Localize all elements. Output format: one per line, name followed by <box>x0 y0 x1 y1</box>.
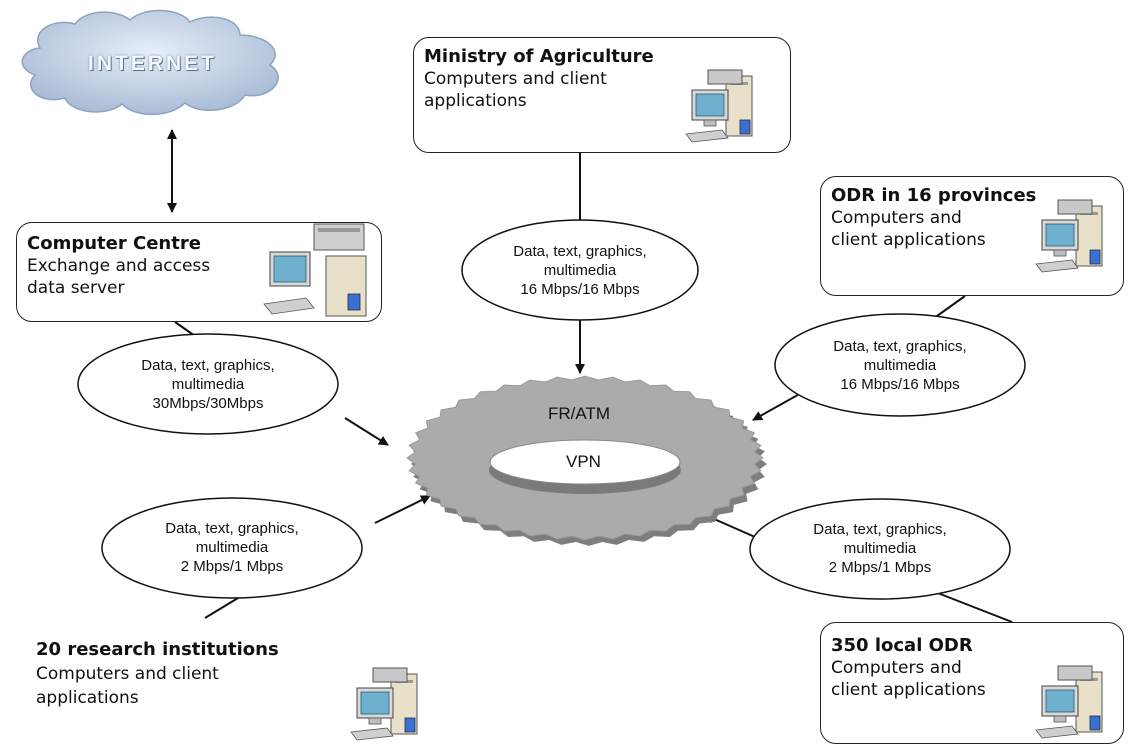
research-node: 20 research institutions Computers and c… <box>36 638 279 710</box>
odr16-link-ellipse <box>774 313 1026 417</box>
ministry-line-2: applications <box>424 91 527 111</box>
local-odr-link-line-3: 2 Mbps/1 Mbps <box>828 559 932 576</box>
fr-atm-label: FR/ATM <box>548 404 611 423</box>
odr16-link-label: Data, text, graphics, multimedia 16 Mbps… <box>800 337 1000 394</box>
local-odr-link-ellipse <box>749 498 1011 600</box>
ministry-link-label: Data, text, graphics, multimedia 16 Mbps… <box>480 242 680 299</box>
odr16-line-2: client applications <box>831 230 986 250</box>
local-odr-line-1: Computers and <box>831 658 962 678</box>
local-odr-title: 350 local ODR <box>831 635 973 656</box>
research-link-line-3: 2 Mbps/1 Mbps <box>180 558 284 575</box>
research-link-line-1: Data, text, graphics, <box>165 520 299 537</box>
local-odr-link-line-2: multimedia <box>843 540 917 557</box>
research-connector <box>204 597 239 619</box>
centre-arrow <box>344 417 389 446</box>
odr16-link-line-1: Data, text, graphics, <box>833 338 967 355</box>
research-line-2: applications <box>36 688 139 708</box>
ministry-link-line-2: multimedia <box>543 262 617 279</box>
odr16-title: ODR in 16 provinces <box>831 185 1037 206</box>
odr16-link-line-3: 16 Mbps/16 Mbps <box>840 376 960 393</box>
odr16-line-1: Computers and <box>831 208 962 228</box>
research-link-ellipse <box>101 497 363 599</box>
local-odr-line-2: client applications <box>831 680 986 700</box>
vpn-label: VPN <box>566 452 601 471</box>
ministry-line-1: Computers and client <box>424 69 607 89</box>
computer-centre-line-1: Exchange and access <box>27 256 211 276</box>
ministry-link-line-3: 16 Mbps/16 Mbps <box>520 281 640 298</box>
centre-link-line-1: Data, text, graphics, <box>141 357 275 374</box>
research-line-1: Computers and client <box>36 664 219 684</box>
research-title: 20 research institutions <box>36 639 279 660</box>
odr16-link-line-2: multimedia <box>863 357 937 374</box>
server-icon <box>263 223 367 317</box>
local-odr-node: 350 local ODR Computers and client appli… <box>820 622 1124 744</box>
ministry-link-ellipse <box>461 219 699 321</box>
computer-centre-title: Computer Centre <box>27 233 201 254</box>
computer-icon <box>1035 199 1103 273</box>
computer-icon <box>350 667 418 741</box>
centre-link-label: Data, text, graphics, multimedia 30Mbps/… <box>108 356 308 413</box>
research-link-label: Data, text, graphics, multimedia 2 Mbps/… <box>132 519 332 576</box>
research-link-line-2: multimedia <box>195 539 269 556</box>
vpn-ellipse <box>489 439 681 485</box>
research-arrow <box>374 495 431 524</box>
local-odr-link-label: Data, text, graphics, multimedia 2 Mbps/… <box>780 520 980 577</box>
internet-cloud <box>21 9 279 116</box>
centre-link-ellipse <box>77 333 339 435</box>
odr16-arrow <box>752 391 804 421</box>
computer-icon <box>685 69 753 143</box>
local-odr-connector <box>929 589 1013 623</box>
computer-icon <box>1035 665 1103 739</box>
centre-link-line-3: 30Mbps/30Mbps <box>152 395 264 412</box>
centre-link-line-2: multimedia <box>171 376 245 393</box>
computer-centre-line-2: data server <box>27 278 125 298</box>
internet-label: INTERNET <box>88 52 217 75</box>
local-odr-link-line-1: Data, text, graphics, <box>813 521 947 538</box>
ministry-title: Ministry of Agriculture <box>424 46 654 67</box>
ministry-link-line-1: Data, text, graphics, <box>513 243 647 260</box>
